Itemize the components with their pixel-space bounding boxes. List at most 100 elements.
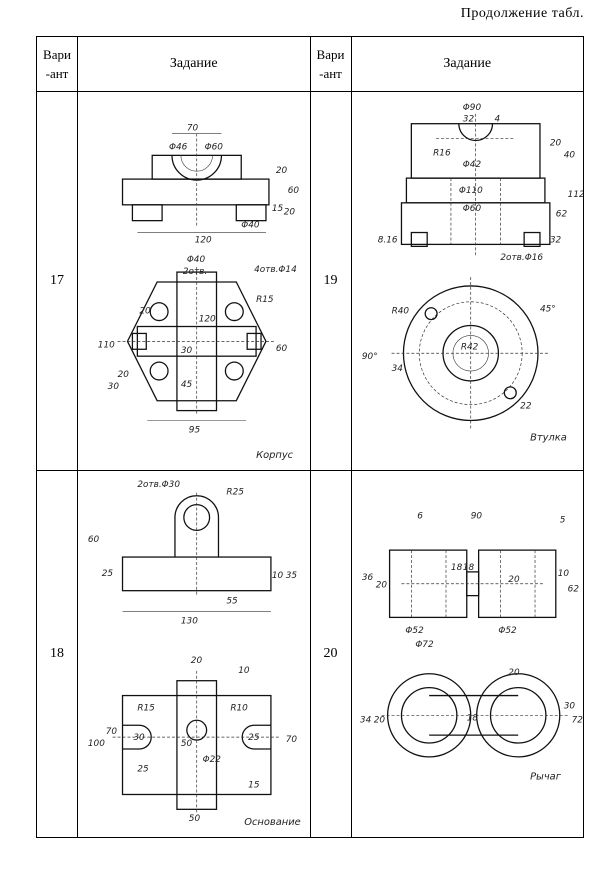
dim-label: 20 <box>373 715 385 725</box>
dim-label: 10 <box>238 666 250 676</box>
dim-label: 70 <box>286 735 298 745</box>
drawing-korpus: 70 Φ46 Φ60 20 60 15 20 Φ40 120 <box>98 124 300 461</box>
dim-label: 25 <box>102 569 114 579</box>
dim-label: 4 <box>494 115 500 125</box>
header-task-right: Задание <box>350 36 584 92</box>
dim-label: R10 <box>230 703 248 713</box>
dim-label: 45° <box>539 305 555 315</box>
dim-label: 72 <box>571 715 583 725</box>
dim-label: Φ40 <box>241 221 260 231</box>
dim-label: 50 <box>189 814 201 824</box>
dim-label: 22 <box>520 402 532 412</box>
dim-label: 110 <box>98 340 115 350</box>
dim-label: 120 <box>199 315 216 325</box>
table-row: 18 2отв.Φ30 R25 60 25 10 35 55 130 <box>36 470 584 838</box>
dim-label: 95 <box>189 425 201 435</box>
dim-label: 25 <box>248 733 260 743</box>
dim-label: 40 <box>563 150 575 160</box>
table-row: 17 70 Φ46 Φ60 20 60 15 20 Φ40 <box>36 91 584 471</box>
dim-label: 18 <box>450 563 462 573</box>
dim-label: R15 <box>137 703 155 713</box>
dim-label: 20 <box>508 575 520 585</box>
dim-label: Φ22 <box>203 755 222 765</box>
dim-label: 20 <box>508 668 520 678</box>
dim-label: R40 <box>391 307 409 317</box>
dim-label: 10 <box>557 569 569 579</box>
dim-label: Φ110 <box>458 186 482 196</box>
task-table: Вари-ант Задание Вари-ант Задание 17 70 … <box>36 36 584 838</box>
dim-label: Φ90 <box>462 103 481 113</box>
dim-label: 70 <box>187 124 199 134</box>
dim-label: Φ46 <box>169 142 188 152</box>
header-task-left: Задание <box>77 36 311 92</box>
variant-number-20: 20 <box>309 470 352 838</box>
dim-label: 35 <box>286 571 298 581</box>
drawing-variant-17: 70 Φ46 Φ60 20 60 15 20 Φ40 120 <box>77 91 311 471</box>
variant-number-17: 17 <box>36 91 78 471</box>
dim-label: Φ60 <box>462 204 481 214</box>
dim-label: 4отв.Φ14 <box>254 265 297 275</box>
dim-label: 30 <box>181 346 193 356</box>
variant-number-18: 18 <box>36 470 78 838</box>
dim-label: R16 <box>433 148 451 158</box>
dim-label: 2отв.Φ16 <box>500 253 543 263</box>
dim-label: 15 <box>248 781 260 791</box>
dim-label: 6 <box>417 511 423 521</box>
dim-label: 90 <box>470 511 482 521</box>
dim-label: 2отв. <box>183 267 207 277</box>
dim-label: R15 <box>256 295 274 305</box>
drawing-variant-20: 90 6 5 36 20 18 18 20 10 62 Φ52 Φ52 Φ72 <box>350 470 584 838</box>
header-variant: Вари-ант <box>36 36 78 92</box>
dim-label: 50 <box>181 739 193 749</box>
dim-label: 10 <box>272 571 284 581</box>
dim-label: 60 <box>88 535 100 545</box>
header-variant-2: Вари-ант <box>309 36 352 92</box>
dim-label: 60 <box>276 344 288 354</box>
dim-label: 100 <box>88 739 105 749</box>
header-row: Вари-ант Задание Вари-ант Задание <box>36 36 584 92</box>
dim-label: 20 <box>375 581 387 591</box>
dim-label: R42 <box>460 342 478 352</box>
drawing-vtulka: Φ90 32 4 R16 Φ42 20 40 Φ110 Φ60 62 112 3… <box>361 103 583 443</box>
drawing-variant-19: Φ90 32 4 R16 Φ42 20 40 Φ110 Φ60 62 112 3… <box>350 91 584 471</box>
part-label-vtulka: Втулка <box>530 432 567 443</box>
dim-label: 62 <box>567 585 579 595</box>
dim-label: Φ72 <box>415 640 434 650</box>
dim-label: 34 <box>391 364 403 374</box>
part-label-osnovanie: Основание <box>244 817 301 828</box>
dim-label: 32 <box>549 235 561 245</box>
table-continuation-caption: Продолжение табл. <box>460 6 584 21</box>
dim-label: Φ42 <box>462 160 481 170</box>
dim-label: 5 <box>559 515 565 525</box>
dim-label: Φ52 <box>405 626 424 636</box>
dim-label: 20 <box>549 138 561 148</box>
dim-label: 20 <box>276 166 288 176</box>
dim-label: 18 <box>462 563 474 573</box>
dim-label: 90° <box>361 352 377 362</box>
drawing-variant-18: 2отв.Φ30 R25 60 25 10 35 55 130 20 10 R1… <box>77 470 311 838</box>
dim-label: 30 <box>563 701 575 711</box>
dim-label: 45 <box>181 380 193 390</box>
dim-label: 32 <box>462 115 474 125</box>
dim-label: R25 <box>226 488 244 498</box>
dim-label: 130 <box>181 616 198 626</box>
dim-label: 70 <box>106 727 118 737</box>
drawing-rychag: 90 6 5 36 20 18 18 20 10 62 Φ52 Φ52 Φ72 <box>359 511 583 782</box>
part-label-korpus: Корпус <box>256 450 294 461</box>
dim-label: 30 <box>108 382 120 392</box>
dim-label: 20 <box>139 307 151 317</box>
dim-label: 15 <box>272 204 284 214</box>
dim-label: 20 <box>118 370 130 380</box>
dim-label: 20 <box>191 656 203 666</box>
dim-label: 25 <box>137 765 149 775</box>
dim-label: 60 <box>288 186 300 196</box>
dim-label: 20 <box>284 208 296 218</box>
dim-label: 18 <box>466 713 478 723</box>
dim-label: 55 <box>226 597 238 607</box>
dim-label: 8.16 <box>377 235 397 245</box>
dim-label: Φ40 <box>187 255 206 265</box>
dim-label: Φ60 <box>205 142 224 152</box>
dim-label: Φ52 <box>498 626 517 636</box>
variant-number-19: 19 <box>309 91 352 471</box>
dim-label: 112 <box>567 190 583 200</box>
